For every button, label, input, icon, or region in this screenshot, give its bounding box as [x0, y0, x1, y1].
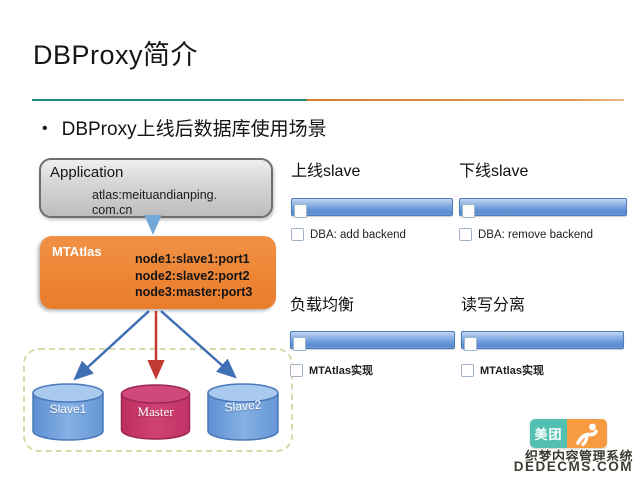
bar-checkbox[interactable]	[293, 337, 306, 351]
timeline-bar	[290, 331, 455, 351]
title-divider	[32, 99, 624, 101]
panel-title: 下线slave	[459, 163, 529, 180]
mtatlas-box: MTAtlas node1:slave1:port1 node2:slave2:…	[40, 236, 276, 309]
bullet-text: DBProxy上线后数据库使用场景	[61, 119, 327, 140]
mtatlas-node: node3:master:port3	[135, 285, 253, 299]
panel-title: 上线slave	[291, 163, 361, 180]
checkbox-icon[interactable]	[459, 228, 472, 241]
panel-load-balancing: 负载均衡 MTAtlas实现	[290, 296, 455, 378]
checklist-label: DBA: add backend	[310, 228, 406, 241]
application-address-line2: com.cn	[92, 203, 133, 217]
db-label-master: Master	[137, 404, 174, 419]
panel-online-slave: 上线slave DBA: add backend	[291, 162, 453, 241]
panel-read-write-split: 读写分离 MTAtlas实现	[461, 296, 624, 378]
checklist-label: DBA: remove backend	[478, 228, 594, 241]
timeline-bar	[461, 331, 624, 351]
bullet-line: • DBProxy上线后数据库使用场景	[42, 114, 327, 141]
meituan-logo: 美团	[530, 419, 607, 448]
checklist-item: DBA: remove backend	[459, 228, 627, 241]
checkbox-icon[interactable]	[291, 228, 304, 241]
checklist-item: MTAtlas实现	[461, 362, 624, 378]
checklist-item: MTAtlas实现	[290, 362, 455, 378]
panel-title: 读写分离	[461, 297, 526, 314]
application-address-line1: atlas:meituandianping.	[92, 188, 218, 202]
mtatlas-node: node1:slave1:port1	[135, 252, 250, 266]
meituan-person-icon	[567, 419, 607, 448]
watermark-line1: 织梦内容管理系统	[524, 449, 633, 464]
checkbox-icon[interactable]	[461, 363, 474, 377]
mtatlas-node: node2:slave2:port2	[135, 268, 250, 283]
bar-checkbox[interactable]	[294, 204, 307, 218]
slide-title: DBProxy简介	[33, 40, 199, 70]
checklist-item: DBA: add backend	[291, 228, 453, 241]
mtatlas-title: MTAtlas	[52, 244, 102, 259]
mtatlas-node-list: node1:slave1:port1 node2:slave2:port2 no…	[135, 251, 252, 301]
timeline-bar	[459, 198, 627, 218]
watermark-line2: DEDECMS.COM	[513, 459, 633, 474]
database-group-dashed-border	[23, 348, 293, 452]
checklist-label: MTAtlas实现	[480, 365, 544, 377]
checkbox-icon[interactable]	[290, 363, 303, 377]
application-box: Application atlas:meituandianping. com.c…	[39, 158, 273, 218]
db-label-slave1: Slave1	[49, 402, 87, 416]
checklist-label: MTAtlas实现	[309, 365, 373, 377]
application-title: Application	[50, 164, 124, 181]
timeline-bar	[291, 198, 453, 218]
meituan-logo-text: 美团	[530, 419, 567, 448]
bar-checkbox[interactable]	[462, 204, 475, 218]
panel-offline-slave: 下线slave DBA: remove backend	[459, 162, 627, 241]
bar-checkbox[interactable]	[464, 337, 477, 351]
bullet-icon: •	[42, 120, 48, 137]
panel-title: 负载均衡	[290, 297, 355, 314]
